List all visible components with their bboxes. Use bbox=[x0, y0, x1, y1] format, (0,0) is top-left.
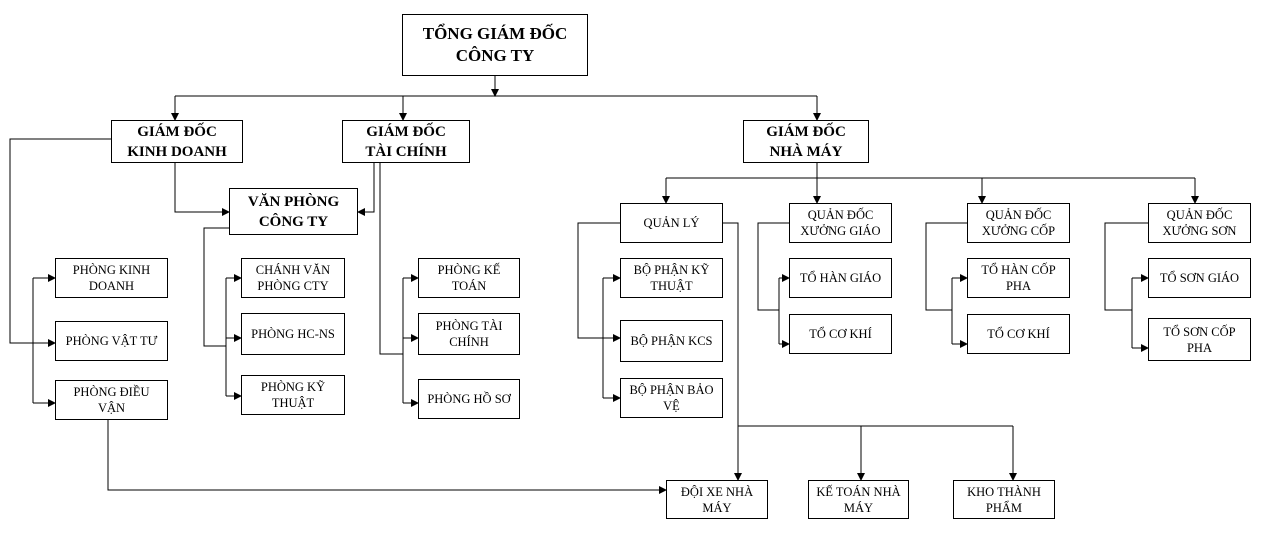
edge-gdkd-departments bbox=[9, 138, 111, 344]
node-phong-ho-so: PHÒNG HỒ SƠ bbox=[418, 379, 520, 419]
node-to-co-khi-cop: TỔ CƠ KHÍ bbox=[967, 314, 1070, 354]
node-chanh-van-phong: CHÁNH VĂN PHÒNG CTY bbox=[241, 258, 345, 298]
node-giam-doc-tai-chinh: GIÁM ĐỐC TÀI CHÍNH bbox=[342, 120, 470, 163]
node-phong-ky-thuat: PHÒNG KỸ THUẬT bbox=[241, 375, 345, 415]
edge-qdxs-departments bbox=[1104, 222, 1148, 311]
edge-ql-departments bbox=[577, 222, 620, 339]
node-quan-doc-xuong-son: QUẢN ĐỐC XƯỞNG SƠN bbox=[1148, 203, 1251, 243]
node-to-son-cop-pha: TỔ SƠN CỐP PHA bbox=[1148, 318, 1251, 361]
node-bo-phan-kcs: BỘ PHẬN KCS bbox=[620, 320, 723, 362]
node-phong-kinh-doanh: PHÒNG KINH DOANH bbox=[55, 258, 168, 298]
node-tong-giam-doc: TỔNG GIÁM ĐỐC CÔNG TY bbox=[402, 14, 588, 76]
node-to-son-giao: TỔ SƠN GIÁO bbox=[1148, 258, 1251, 298]
node-phong-dieu-van: PHÒNG ĐIỀU VẬN bbox=[55, 380, 168, 420]
node-van-phong-cong-ty: VĂN PHÒNG CÔNG TY bbox=[229, 188, 358, 235]
node-kho-thanh-pham: KHO THÀNH PHẨM bbox=[953, 480, 1055, 519]
node-giam-doc-kinh-doanh: GIÁM ĐỐC KINH DOANH bbox=[111, 120, 243, 163]
edge-gdtc-departments bbox=[379, 162, 403, 355]
node-phong-tai-chinh: PHÒNG TÀI CHÍNH bbox=[418, 313, 520, 355]
node-phong-vat-tu: PHÒNG VẬT TƯ bbox=[55, 321, 168, 361]
node-phong-hc-ns: PHÒNG HC-NS bbox=[241, 313, 345, 355]
node-to-han-cop-pha: TỔ HÀN CỐP PHA bbox=[967, 258, 1070, 298]
edge-pdv-dxnm bbox=[107, 420, 667, 494]
edge-ql-bottom bbox=[723, 222, 1013, 427]
node-phong-ke-toan: PHÒNG KẾ TOÁN bbox=[418, 258, 520, 298]
node-quan-ly: QUẢN LÝ bbox=[620, 203, 723, 243]
edge-qdxg-departments bbox=[757, 222, 789, 311]
edge-qdxc-departments bbox=[925, 222, 967, 311]
node-to-han-giao: TỔ HÀN GIÁO bbox=[789, 258, 892, 298]
node-doi-xe-nha-may: ĐỘI XE NHÀ MÁY bbox=[666, 480, 768, 519]
node-to-co-khi-giao: TỔ CƠ KHÍ bbox=[789, 314, 892, 354]
edge-gdkd-vpct bbox=[174, 162, 230, 216]
node-quan-doc-xuong-cop: QUẢN ĐỐC XƯỞNG CỐP bbox=[967, 203, 1070, 243]
node-quan-doc-xuong-giao: QUẢN ĐỐC XƯỞNG GIÁO bbox=[789, 203, 892, 243]
edge-gdtc-vpct bbox=[357, 162, 375, 216]
node-bo-phan-ky-thuat: BỘ PHẬN KỸ THUẬT bbox=[620, 258, 723, 298]
node-giam-doc-nha-may: GIÁM ĐỐC NHÀ MÁY bbox=[743, 120, 869, 163]
edge-vpct-departments bbox=[203, 227, 229, 347]
node-bo-phan-bao-ve: BỘ PHẬN BẢO VỆ bbox=[620, 378, 723, 418]
node-ke-toan-nha-may: KẾ TOÁN NHÀ MÁY bbox=[808, 480, 909, 519]
